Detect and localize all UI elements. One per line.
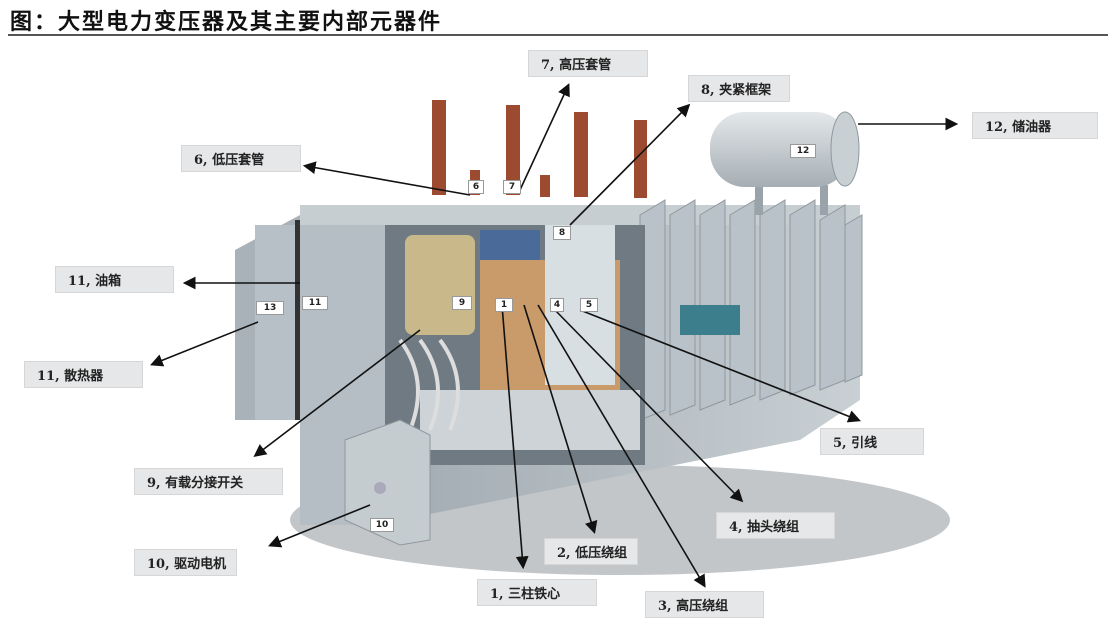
label-clamping-frame: 8, 夹紧框架: [688, 75, 790, 102]
label-tap-winding: 4, 抽头绕组: [716, 512, 835, 539]
tag-4: 4: [550, 298, 564, 312]
leader-arrows: [150, 83, 959, 588]
label-conservator: 12, 储油器: [972, 112, 1098, 139]
label-hv-bushing: 7, 高压套管: [528, 50, 648, 77]
tag-8: 8: [553, 226, 571, 240]
tag-6: 6: [468, 180, 484, 194]
radiator-right: [639, 199, 863, 421]
label-radiator: 11, 散热器: [24, 361, 143, 388]
tag-13: 13: [256, 301, 284, 315]
tag-10: 10: [370, 518, 394, 532]
tag-5: 5: [580, 298, 598, 312]
label-oil-tank: 11, 油箱: [55, 266, 174, 293]
drive-motor-box: [344, 419, 431, 546]
tag-7: 7: [503, 180, 521, 194]
label-lv-winding: 2, 低压绕组: [544, 538, 638, 565]
label-hv-winding: 3, 高压绕组: [645, 591, 764, 618]
label-lv-bushing: 6, 低压套管: [181, 145, 301, 172]
core-and-windings: [385, 225, 645, 465]
conservator: [710, 111, 860, 215]
label-three-limb-core: 1, 三柱铁心: [477, 579, 597, 606]
radiator-left: [235, 215, 303, 420]
tag-12: 12: [790, 144, 816, 158]
label-drive-motor: 10, 驱动电机: [134, 549, 237, 576]
figure-title: 图：大型电力变压器及其主要内部元器件: [10, 9, 443, 35]
label-tap-changer: 9, 有载分接开关: [134, 468, 283, 495]
tag-11: 11: [302, 296, 328, 310]
tag-9: 9: [452, 296, 472, 310]
title-divider: [8, 34, 1108, 36]
label-leads: 5, 引线: [820, 428, 924, 455]
tag-1: 1: [495, 298, 513, 312]
nameplate: [680, 305, 740, 335]
